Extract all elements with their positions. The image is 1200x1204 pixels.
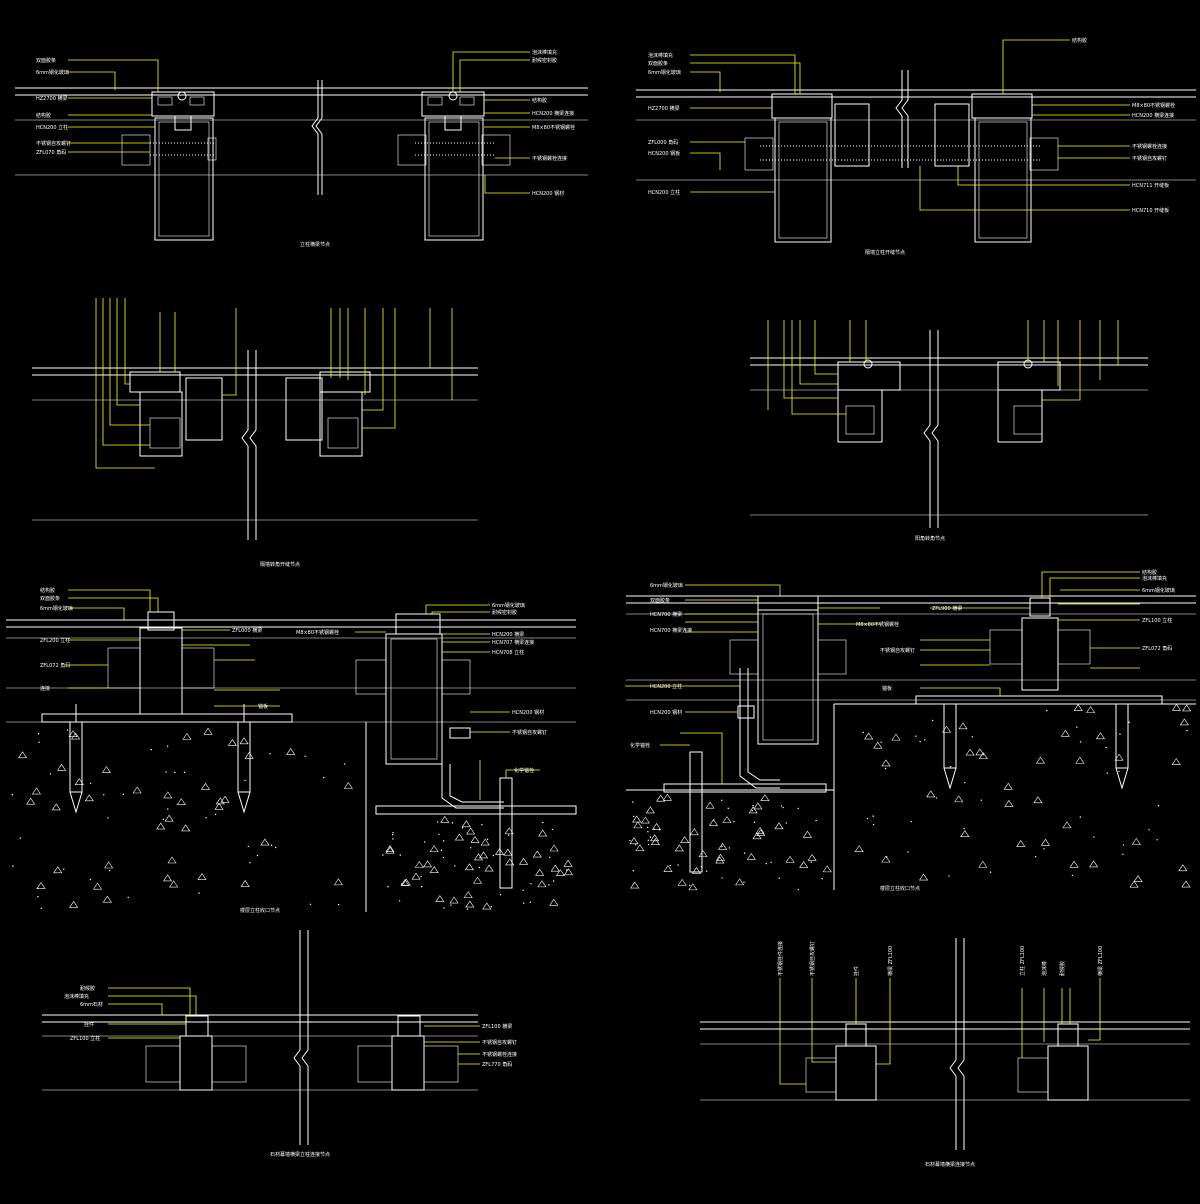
p6-right-label: ZFL900 横梁 (932, 605, 962, 612)
p1-left-label: 6mm钢化玻璃 (36, 69, 69, 76)
p1-right-label: 结构胶 (532, 97, 547, 104)
p2-right-label: 不锈钢螺栓连接 (1132, 143, 1167, 150)
p5-right-label: HCN708 立柱 (492, 649, 524, 656)
p8-label: 泡沫棒 (1041, 961, 1048, 976)
p5-right-label: 锚板 (258, 703, 268, 710)
panel-5-caption: 楼层立柱收口节点 (240, 907, 280, 914)
p2-right-label: M8×80不锈钢螺栓 (1132, 102, 1175, 109)
p5-left-label: ZFL200 立柱 (40, 637, 70, 644)
p1-right-label: HCN200 钢材 (532, 190, 564, 197)
p2-right-label: HCN200 横梁连接 (1132, 112, 1174, 119)
p1-left-label: ZFL070 角码 (36, 149, 66, 156)
p5-left-label: ZFL072 角码 (40, 662, 70, 669)
p6-right-label: M8×80不锈钢螺栓 (856, 621, 899, 628)
p7-label: ZFL100 横梁 (482, 1023, 512, 1030)
p1-right-label: 不锈钢螺栓连接 (532, 155, 567, 162)
panel-3-caption: 隔墙转角开缝节点 (260, 561, 300, 568)
p7-label: 耐候胶 (80, 985, 95, 992)
panel-7-caption: 石材幕墙横梁立柱连接节点 (270, 1151, 330, 1158)
p6-right-label: 不锈钢自攻螺钉 (880, 647, 915, 654)
p6-right-label: ZFL100 立柱 (1142, 617, 1172, 624)
p8-label: 耐候胶 (1059, 961, 1066, 976)
panel-4-caption: 阳角转角节点 (915, 535, 945, 542)
p6-right-label: 锚板 (882, 685, 892, 692)
p6-right-label: ZFL072 角码 (1142, 645, 1172, 652)
p6-left-label: HCN200 立柱 (650, 683, 682, 690)
p1-right-label: HCN200 横梁连接 (532, 110, 574, 117)
p8-label: 不锈钢挂件连接 (777, 941, 784, 976)
p2-left-label: 6mm钢化玻璃 (648, 69, 681, 76)
p2-right-label: 结构胶 (1072, 37, 1087, 44)
panel-2-partition-mullion-node: 隔墙立柱开缝节点 (636, 39, 1196, 256)
panel-5-floor-mullion-node: 楼层立柱收口节点 (6, 589, 577, 914)
p5-right-label: 6mm钢化玻璃 (492, 602, 525, 609)
p8-label: 挂件 (853, 966, 860, 976)
p5-right-label: HCN707 横梁连接 (492, 639, 534, 646)
p2-left-label: HCN200 钢板 (648, 150, 680, 157)
concrete-hatch (11, 703, 1192, 910)
p2-left-label: 泡沫棒填充 (648, 52, 673, 59)
p5-right-label: 耐候密封胶 (492, 609, 517, 616)
p6-right-label: 6mm钢化玻璃 (1142, 587, 1175, 594)
p5-left-label: 6mm钢化玻璃 (40, 605, 73, 612)
p1-right-label: M8×80不锈钢螺栓 (532, 124, 575, 131)
p7-label: ZFL770 角码 (482, 1061, 512, 1068)
p6-right-label: 结构胶 (1142, 569, 1157, 576)
p6-left-label: 双面胶条 (650, 597, 670, 604)
p5-right-label: HCN200 横梁 (492, 631, 524, 638)
p7-label: 不锈钢螺栓连接 (482, 1051, 517, 1058)
p6-left-label: HCN700 横梁 (650, 611, 682, 618)
p1-left-label: HCN200 立柱 (36, 124, 68, 131)
p6-left-label: HCN700 横梁连接 (650, 627, 692, 634)
p8-label: 不锈钢自攻螺钉 (809, 941, 816, 976)
p8-label: 立柱 ZFL100 (1019, 946, 1026, 976)
p6-right-label: 泡沫棒填充 (1142, 575, 1167, 582)
panel-4-outer-corner-node: 阳角转角节点 (750, 320, 1148, 542)
p2-right-label: HCN711 开缝板 (1132, 182, 1169, 189)
panel-6-floor-mullion-node: 楼层立柱收口节点 (625, 571, 1196, 892)
panel-6-caption: 楼层立柱收口节点 (880, 885, 920, 892)
p7-label: 不锈钢自攻螺钉 (482, 1039, 517, 1046)
p2-right-label: HCN710 开缝板 (1132, 207, 1169, 214)
p5-left-label: 连接 (40, 685, 50, 692)
p2-left-label: 双面胶条 (648, 60, 668, 67)
p5-left-label: 双面胶条 (40, 595, 60, 602)
p5-right-label: M8×80不锈钢螺栓 (296, 629, 339, 636)
p1-right-label: 泡沫棒填充 (532, 49, 557, 56)
p5-right-label: 化学锚栓 (514, 767, 534, 774)
p1-left-label: 结构胶 (36, 112, 51, 119)
p7-label: ZFL100 立柱 (70, 1035, 100, 1042)
p6-left-label: 化学锚栓 (630, 742, 650, 749)
panel-7-stone-node: 石材幕墙横梁立柱连接节点 (42, 930, 480, 1158)
p8-label: 横梁 ZFL100 (887, 946, 894, 976)
p2-left-label: ZFL000 角码 (648, 139, 678, 146)
p1-left-label: 双面胶条 (36, 57, 56, 64)
p1-left-label: 不锈钢自攻螺钉 (36, 140, 71, 147)
p5-right-label: 不锈钢自攻螺钉 (512, 729, 547, 736)
p1-right-label: 耐候密封胶 (532, 57, 557, 64)
p2-left-label: HCN200 立柱 (648, 189, 680, 196)
p1-left-label: HZ2700 横梁 (36, 95, 68, 102)
p5-left-label: 结构胶 (40, 587, 55, 594)
p2-left-label: HZ2700 横梁 (648, 105, 680, 112)
p5-right-label: HCN200 钢材 (512, 709, 544, 716)
p6-left-label: 6mm钢化玻璃 (650, 582, 683, 589)
panel-2-caption: 隔墙立柱开缝节点 (865, 249, 905, 256)
panel-1-caption: 立柱横梁节点 (300, 241, 330, 248)
p6-left-label: HCN200 钢材 (650, 709, 682, 716)
panel-3-partition-corner-node: 隔墙转角开缝节点 (32, 298, 478, 568)
p5-left-label: ZFL000 横梁 (232, 627, 262, 634)
panel-1-mullion-transom-node: 立柱横梁节点 (15, 51, 588, 248)
p7-label: 泡沫棒填充 (64, 993, 89, 1000)
panel-8-stone-transom-node: 石材幕墙横梁连接节点 (700, 938, 1190, 1168)
p8-label: 横梁 ZFL100 (1097, 946, 1104, 976)
p7-label: 挂件 (84, 1021, 94, 1028)
p2-right-label: 不锈钢自攻螺钉 (1132, 155, 1167, 162)
panel-8-caption: 石材幕墙横梁连接节点 (925, 1161, 975, 1168)
p7-label: 6mm石材 (80, 1001, 103, 1008)
